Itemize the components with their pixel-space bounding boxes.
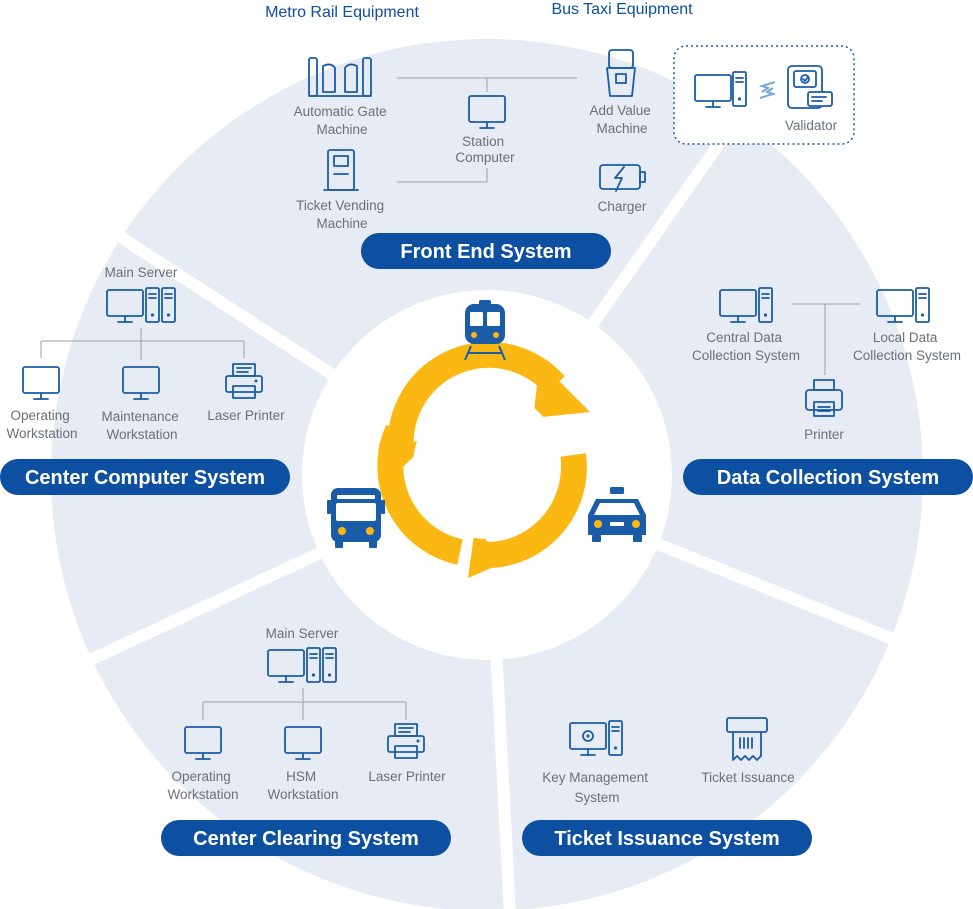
charger-icon xyxy=(599,164,646,192)
center-clearing-system-title-pill xyxy=(161,820,451,856)
key-management-icon xyxy=(569,720,623,756)
center-computer-system-title: Center Computer System xyxy=(25,467,265,489)
front-end-connectors xyxy=(397,77,577,183)
validator-icon xyxy=(787,65,833,109)
validator-label: Validator xyxy=(785,118,838,133)
ticket-issuance-label: Ticket Issuance xyxy=(701,770,794,785)
train-icon xyxy=(464,300,506,361)
signal-arrows-icon xyxy=(758,81,777,99)
ticket-issuance-sector xyxy=(502,549,889,909)
metro-rail-header: Metro Rail Equipment xyxy=(265,4,419,21)
add-value-machine-label: Add Value Machine xyxy=(589,103,654,136)
ticket-vending-machine-label: Ticket Vending Machine xyxy=(296,198,388,231)
data-collection-sector xyxy=(597,121,923,633)
cc-operating-workstation-icon xyxy=(22,366,60,400)
ccl-hsm-workstation-label: HSM Workstation xyxy=(267,769,338,802)
front-end-sector xyxy=(124,39,733,370)
cc-laser-printer-label: Laser Printer xyxy=(207,408,285,423)
cc-connectors xyxy=(40,328,245,360)
ticket-issuance-system-title: Ticket Issuance System xyxy=(554,828,779,850)
station-computer-label: Station Computer xyxy=(455,134,515,165)
cc-maintenance-workstation-label: Maintenance Workstation xyxy=(101,409,182,442)
front-end-system-title-pill xyxy=(361,233,611,269)
ccl-operating-workstation-label: Operating Workstation xyxy=(167,769,238,802)
data-collection-system-title: Data Collection System xyxy=(717,467,939,489)
bus-icon xyxy=(327,488,385,548)
ccl-main-server-label: Main Server xyxy=(266,626,339,641)
center-clearing-system-title: Center Clearing System xyxy=(193,828,419,850)
ccl-laser-printer-label: Laser Printer xyxy=(368,769,446,784)
center-computer-system-title-pill xyxy=(0,459,290,495)
center-computer-sector xyxy=(50,242,329,654)
sector-ring xyxy=(50,39,923,909)
cycle-arrows xyxy=(377,341,590,578)
gate-machine-icon xyxy=(308,57,372,97)
front-end-system-title: Front End System xyxy=(400,241,571,263)
bus-taxi-header: Bus Taxi Equipment xyxy=(551,1,693,18)
ticket-issuance-icon xyxy=(726,717,768,761)
cc-operating-workstation-label: Operating Workstation xyxy=(6,408,77,441)
cc-main-server-label: Main Server xyxy=(105,265,178,280)
ticket-issuance-system-title-pill xyxy=(522,820,812,856)
dc-printer-label: Printer xyxy=(804,427,844,442)
taxi-icon xyxy=(588,487,646,542)
add-value-machine-icon xyxy=(606,49,636,97)
data-collection-system-title-pill xyxy=(683,459,973,495)
ticket-vending-machine-icon xyxy=(323,149,359,191)
dc-central-label: Central Data Collection System xyxy=(692,330,800,363)
dc-connectors xyxy=(792,303,860,375)
dc-printer-icon xyxy=(805,379,843,417)
dc-local-label: Local Data Collection System xyxy=(853,330,961,363)
charger-label: Charger xyxy=(598,199,647,214)
validator-group: Validator xyxy=(673,45,855,145)
gate-machine-label: Automatic Gate Machine xyxy=(294,104,391,137)
key-management-label: Key Management System xyxy=(542,770,652,805)
ccl-connectors xyxy=(202,688,407,720)
